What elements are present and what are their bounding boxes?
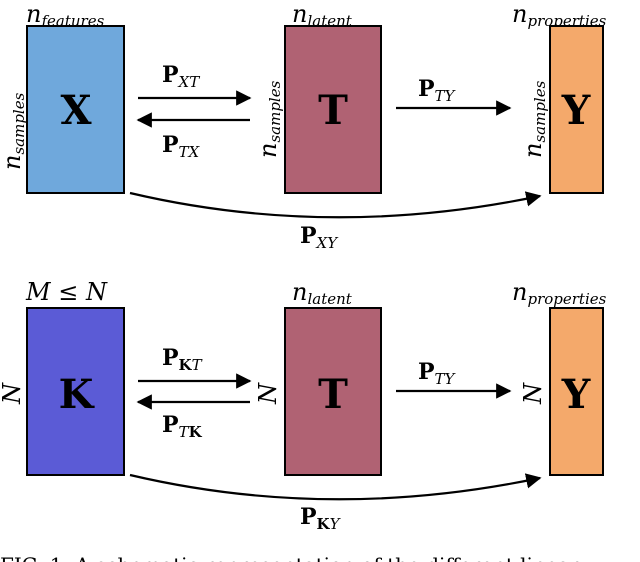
figure-caption: FIG. 1. A schematic representation of th… [0,553,580,562]
label-P-XT: PXT [162,62,200,91]
N-label-T: N [254,382,282,405]
arrow-KY [129,473,542,501]
N-label-K: N [0,382,26,405]
label-P-KT: PKT [162,345,203,374]
box-Y-top-label: Y [561,87,591,134]
label-P-TX: PTX [162,132,201,161]
box-Y-bottom [549,307,604,476]
header-M-le-N: M ≤ N [25,278,108,306]
label-P-TY-bottom: PTY [418,359,457,388]
box-X-label: X [60,87,91,134]
label-P-TY-top: PTY [418,76,457,105]
box-T-top [284,25,382,194]
label-P-KY: PKY [300,504,342,533]
header-n-properties-bottom: nproperties [512,278,607,308]
box-X [26,25,125,194]
box-T-top-label: T [318,87,348,134]
box-K-label: K [59,371,95,418]
n-samples-T: nsamples [254,80,284,158]
header-n-latent-bottom: nlatent [292,278,353,308]
n-samples-X: nsamples [0,92,28,170]
box-Y-bottom-label: Y [561,371,591,418]
arrow-XY [129,191,542,219]
box-K [26,307,125,476]
label-P-TK: PTK [162,412,203,441]
box-Y-top [549,25,604,194]
N-label-Y: N [519,382,547,405]
box-T-bottom [284,307,382,476]
n-samples-Y: nsamples [519,80,549,158]
label-P-XY: PXY [300,223,339,252]
box-T-bottom-label: T [318,371,348,418]
